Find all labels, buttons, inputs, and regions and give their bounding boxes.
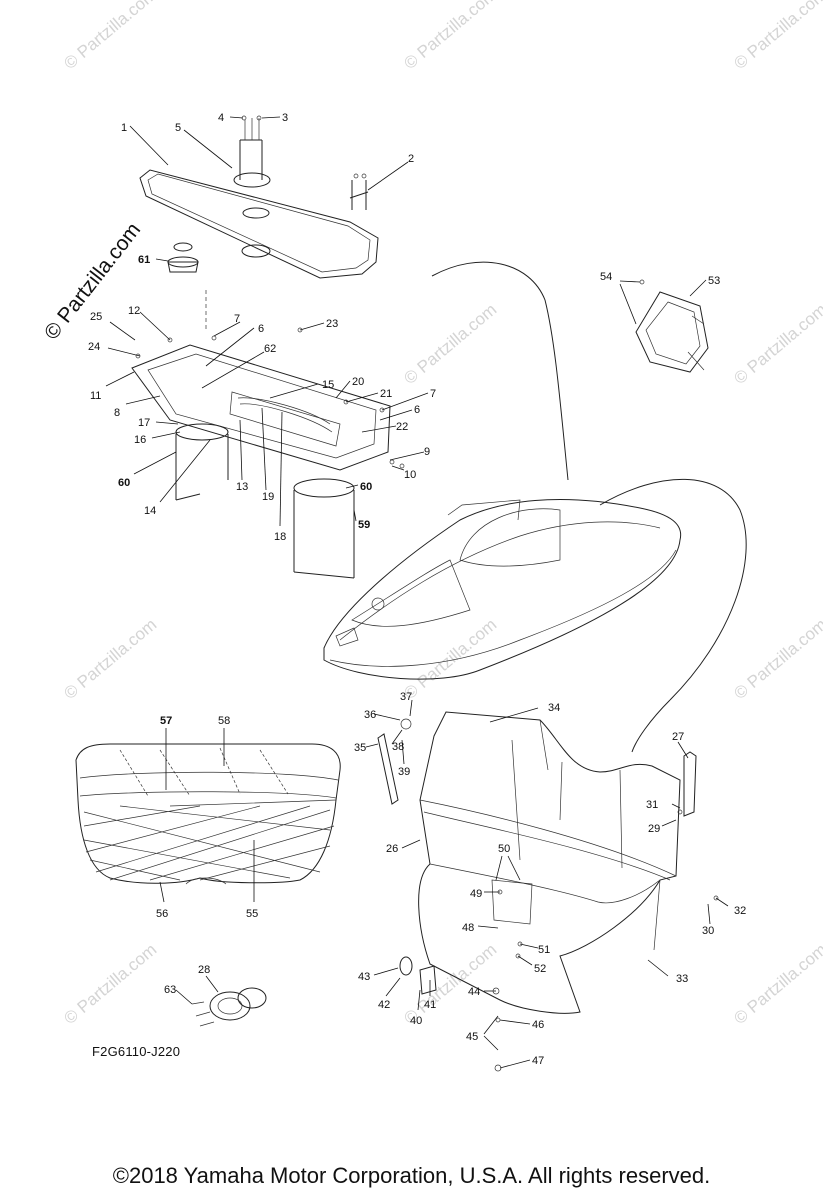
callout: 36 — [364, 709, 376, 721]
callout: 14 — [144, 505, 156, 517]
callout: 46 — [532, 1019, 544, 1031]
hatch-ring — [635, 291, 709, 373]
watermark-text: © Partzilla.com — [730, 0, 823, 73]
callout: 10 — [404, 469, 416, 481]
callout: 41 — [424, 999, 436, 1011]
callout: 1 — [121, 122, 127, 134]
callout: 7 — [234, 313, 240, 325]
watermark-text: © Partzilla.com — [60, 940, 160, 1028]
rear-storage-bin — [377, 711, 697, 1014]
callout: 63 — [164, 984, 176, 996]
callout: 20 — [352, 376, 364, 388]
callout: 60 — [360, 481, 372, 493]
callout: 59 — [358, 519, 370, 531]
callout: 49 — [470, 888, 482, 900]
callout: 35 — [354, 742, 366, 754]
callout: 9 — [424, 446, 430, 458]
callout: 33 — [676, 973, 688, 985]
callout: 61 — [138, 254, 150, 266]
watermark-text: © Partzilla.com — [400, 0, 500, 73]
callout: 19 — [262, 491, 274, 503]
callout: 22 — [396, 421, 408, 433]
watermark-text: © Partzilla.com — [730, 615, 823, 703]
callout: 8 — [114, 407, 120, 419]
diagram-code: F2G6110-J220 — [92, 1044, 181, 1059]
callout: 26 — [386, 843, 398, 855]
callout: 6 — [258, 323, 264, 335]
upper-cover-assembly — [139, 118, 379, 279]
callout: 60 — [118, 477, 130, 489]
callout: 17 — [138, 417, 150, 429]
callout: 48 — [462, 922, 474, 934]
callout: 37 — [400, 691, 412, 703]
callout: 21 — [380, 388, 392, 400]
callout: 11 — [90, 390, 101, 402]
callout: 55 — [246, 908, 258, 920]
watermark-layer: © Partzilla.com © Partzilla.com © Partzi… — [60, 0, 823, 1028]
callout: 45 — [466, 1031, 478, 1043]
callout: 57 — [160, 715, 172, 727]
callout: 52 — [534, 963, 546, 975]
callout: 51 — [538, 944, 550, 956]
callout: 62 — [264, 343, 276, 355]
callout: 47 — [532, 1055, 544, 1067]
callout-labels: 1 5 4 3 2 61 25 12 24 7 6 62 23 15 20 21… — [88, 112, 746, 1067]
callout: 5 — [175, 122, 181, 134]
callout: 13 — [236, 481, 248, 493]
callout: 34 — [548, 702, 560, 714]
watermark-text: © Partzilla.com — [730, 300, 823, 388]
callout: 58 — [218, 715, 230, 727]
callout: 32 — [734, 905, 746, 917]
callout: 28 — [198, 964, 210, 976]
filler-cap — [167, 242, 207, 330]
callout: 7 — [430, 388, 436, 400]
callout: 24 — [88, 341, 100, 353]
callout: 3 — [282, 112, 288, 124]
callout: 6 — [414, 404, 420, 416]
callout: 27 — [672, 731, 684, 743]
callout: 40 — [410, 1015, 422, 1027]
callout: 4 — [218, 112, 224, 124]
seat-cushion — [75, 743, 341, 885]
storage-tub-assembly — [131, 344, 391, 579]
callout: 15 — [322, 379, 334, 391]
boat-hull-overview — [323, 261, 747, 753]
callout: 18 — [274, 531, 286, 543]
copyright-notice: ©2018 Yamaha Motor Corporation, U.S.A. A… — [112, 1163, 711, 1188]
callout: 44 — [468, 986, 480, 998]
callout: 39 — [398, 766, 410, 778]
watermark-text: © Partzilla.com — [400, 615, 500, 703]
callout: 53 — [708, 275, 720, 287]
callout: 30 — [702, 925, 714, 937]
watermark-text: © Partzilla.com — [60, 615, 160, 703]
callout: 2 — [408, 153, 414, 165]
watermark-text: © Partzilla.com — [400, 300, 500, 388]
callout: 38 — [392, 741, 404, 753]
drain-plug — [191, 987, 267, 1027]
callout: 56 — [156, 908, 168, 920]
callout: 29 — [648, 823, 660, 835]
callout: 54 — [600, 271, 612, 283]
callout: 31 — [646, 799, 658, 811]
callout: 25 — [90, 311, 102, 323]
callout: 43 — [358, 971, 370, 983]
callout: 50 — [498, 843, 510, 855]
callout: 42 — [378, 999, 390, 1011]
leader-lines — [105, 115, 729, 1072]
watermark-text: © Partzilla.com — [60, 0, 160, 73]
watermark-text: © Partzilla.com — [730, 940, 823, 1028]
callout: 16 — [134, 434, 146, 446]
callout: 12 — [128, 305, 140, 317]
callout: 23 — [326, 318, 338, 330]
